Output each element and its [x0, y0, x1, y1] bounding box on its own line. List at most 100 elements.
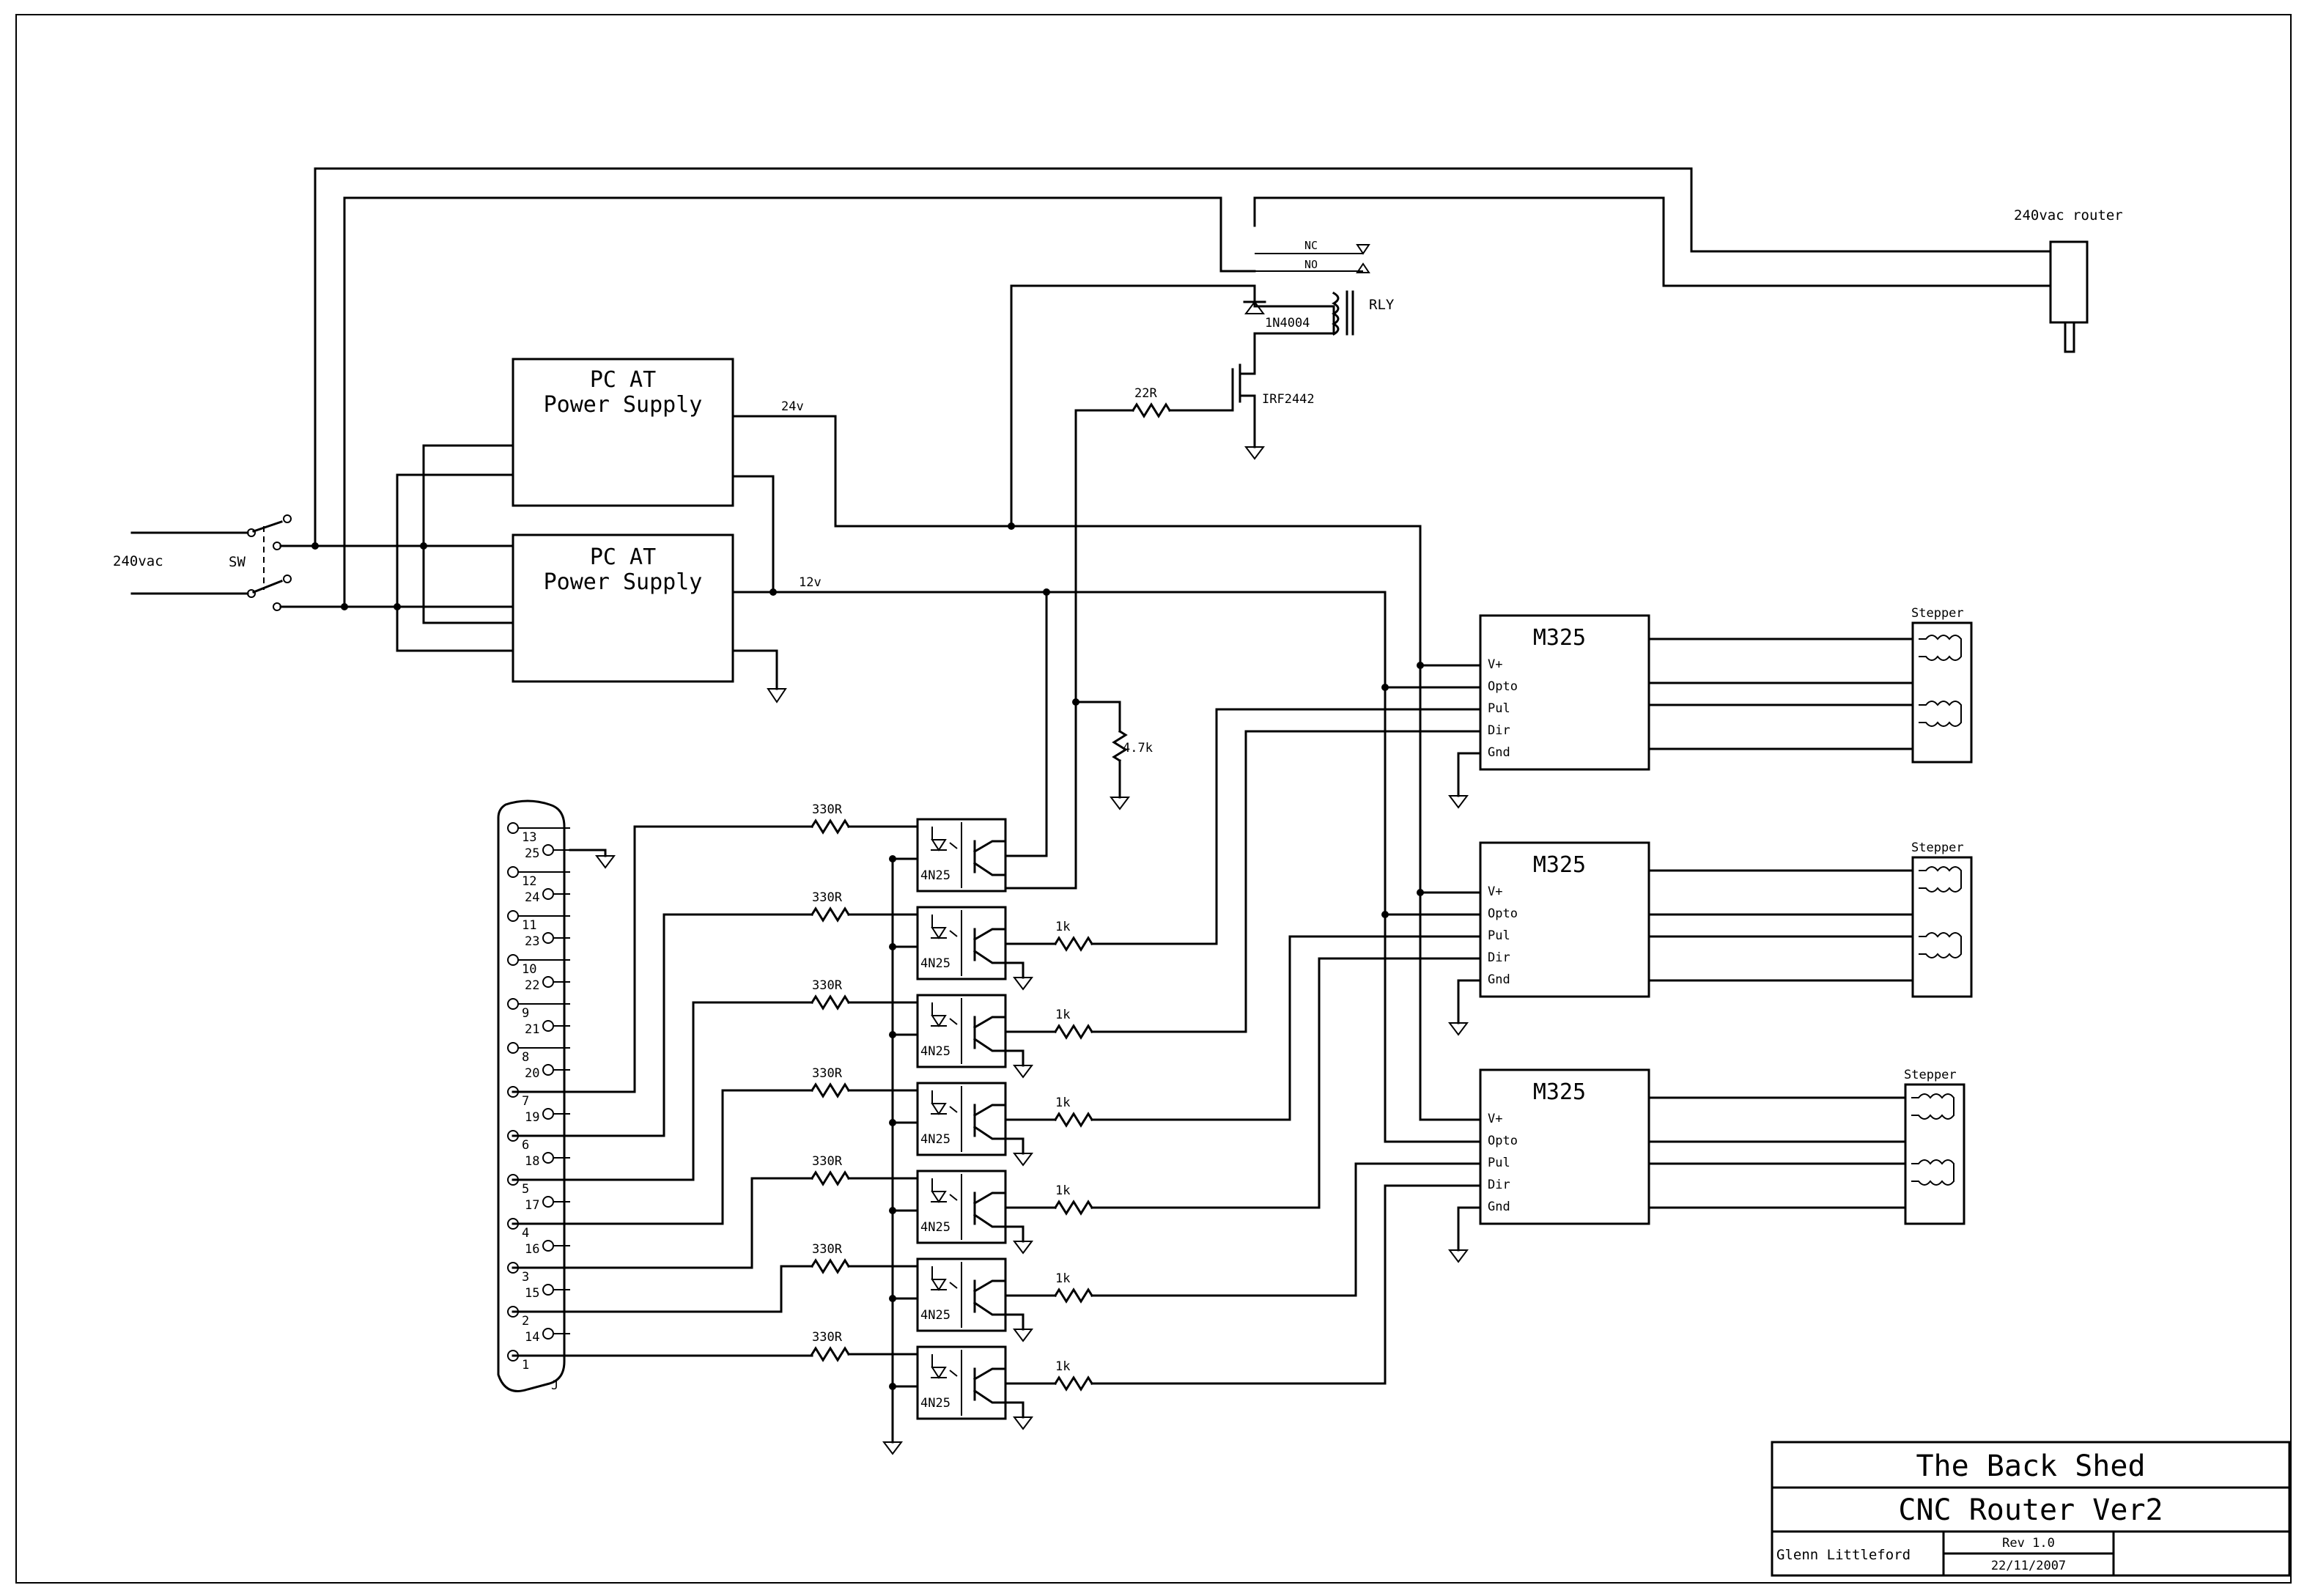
- opto-5-output-resistor: [1053, 1200, 1094, 1216]
- db25-pin-17-label: 17: [525, 1198, 539, 1213]
- opto-1: 330R 4N25: [810, 802, 1007, 893]
- driver-3-pin-opto: Opto: [1488, 1134, 1518, 1148]
- db25-pin-24-label: 24: [525, 890, 539, 905]
- driver-3-pin-vplus: V+: [1488, 1112, 1502, 1126]
- db25-pin-20-label: 20: [525, 1066, 539, 1081]
- diode-label: 1N4004: [1265, 316, 1310, 330]
- psu-1-line1: PC AT: [590, 367, 656, 393]
- db25-pin-11-label: 11: [522, 918, 536, 933]
- pulldown-label: 4.7k: [1123, 741, 1153, 755]
- db25-pin-10-label: 10: [522, 962, 536, 977]
- driver-1-pin-gnd: Gnd: [1488, 745, 1510, 760]
- db25-pin-21-label: 21: [525, 1022, 539, 1037]
- opto-1-part-label: 4N25: [920, 868, 951, 883]
- driver-supply-bus: [1381, 525, 1424, 1143]
- db25-pin-13-label: 13: [522, 830, 536, 845]
- revision: Rev 1.0: [2002, 1536, 2055, 1551]
- opto-4-part-label: 4N25: [920, 1132, 951, 1147]
- db25-pin-12-label: 12: [522, 874, 536, 889]
- opto-5-part-label: 4N25: [920, 1220, 951, 1235]
- opto-1-input-resistor: [810, 819, 851, 835]
- drawing-border: [15, 14, 2292, 1584]
- driver-2-name: M325: [1533, 852, 1586, 878]
- opto-5-input-resistor: [810, 1170, 851, 1186]
- driver-3: M325 V+ Opto Pul Dir Gnd Stepper: [1354, 1068, 1965, 1263]
- opto-2-input-resistor-label: 330R: [812, 890, 843, 905]
- driver-3-pin-pul: Pul: [1488, 1156, 1510, 1170]
- relay-nc-label: NC: [1304, 239, 1318, 252]
- router-label: 240vac router: [2014, 207, 2123, 223]
- mains-input: 240vac SW: [113, 167, 2052, 652]
- driver-2-pin-vplus: V+: [1488, 884, 1502, 899]
- db25-pin-14-label: 14: [525, 1330, 539, 1345]
- opto-2-input-resistor: [810, 906, 851, 923]
- driver-2-pin-pul: Pul: [1488, 928, 1510, 943]
- driver-2-pin-opto: Opto: [1488, 906, 1518, 921]
- db25-pin-8-label: 8: [522, 1050, 529, 1065]
- db25-pin-1-label: 1: [522, 1358, 529, 1373]
- opto-2-output-resistor: [1053, 936, 1094, 952]
- opto-2-output-resistor-label: 1k: [1055, 920, 1070, 934]
- driver-2-pin-gnd: Gnd: [1488, 972, 1510, 987]
- gate-resistor-label: 22R: [1134, 386, 1157, 401]
- opto-3-input-resistor-label: 330R: [812, 978, 843, 993]
- opto-3-output-resistor: [1053, 1024, 1094, 1040]
- db25-pin-2-label: 2: [522, 1314, 529, 1329]
- db25-pin-9-label: 9: [522, 1006, 529, 1021]
- db25-pin-3-label: 3: [522, 1270, 529, 1285]
- driver-1-pin-pul: Pul: [1488, 701, 1510, 716]
- psu-24v: PC AT Power Supply 24v: [512, 358, 1422, 594]
- driver-1-name: M325: [1533, 625, 1586, 651]
- mosfet-label: IRF2442: [1262, 392, 1315, 407]
- opto-6-input-resistor: [810, 1258, 851, 1274]
- opto-3-part-label: 4N25: [920, 1044, 951, 1059]
- switch-label: SW: [229, 554, 246, 570]
- psu-1-rail-label: 24v: [781, 399, 804, 414]
- stepper-3-label: Stepper: [1904, 1068, 1957, 1082]
- driver-1-pin-vplus: V+: [1488, 657, 1502, 672]
- opto-4: 330R 4N25 1k: [810, 1066, 1105, 1167]
- driver-2-pin-dir: Dir: [1488, 950, 1510, 965]
- title-block: The Back Shed CNC Router Ver2 Glenn Litt…: [1771, 1441, 2291, 1577]
- db25-pin-5-label: 5: [522, 1182, 529, 1197]
- psu-12v: PC AT Power Supply 12v: [512, 533, 1387, 703]
- opto-4-output-resistor-label: 1k: [1055, 1096, 1070, 1110]
- db25-pin-18-label: 18: [525, 1154, 539, 1169]
- port-wiring: [512, 825, 813, 1357]
- psu-2-line1: PC AT: [590, 544, 656, 570]
- relay-label: RLY: [1369, 297, 1395, 313]
- opto-2-part-label: 4N25: [920, 956, 951, 971]
- stepper-2-label: Stepper: [1911, 841, 1964, 855]
- opto-4-input-resistor-label: 330R: [812, 1066, 843, 1081]
- opto-3-input-resistor: [810, 994, 851, 1011]
- org-name: The Back Shed: [1916, 1449, 2145, 1483]
- opto-1-input-resistor-label: 330R: [812, 802, 843, 817]
- drawing-title: CNC Router Ver2: [1898, 1493, 2163, 1527]
- driver-1-pin-opto: Opto: [1488, 679, 1518, 694]
- drawing-date: 22/11/2007: [1991, 1559, 2066, 1573]
- opto-7-output-resistor-label: 1k: [1055, 1359, 1070, 1374]
- relay-no-label: NO: [1304, 258, 1318, 271]
- db25-pin-23-label: 23: [525, 934, 539, 949]
- opto-7-input-resistor: [810, 1346, 851, 1362]
- opto-6-output-resistor-label: 1k: [1055, 1271, 1070, 1286]
- stepper-1-label: Stepper: [1911, 606, 1964, 621]
- db25-pin-25-label: 25: [525, 846, 539, 861]
- author-name: Glenn Littleford: [1776, 1547, 1911, 1563]
- connector-ref: J: [551, 1378, 558, 1393]
- opto-4-input-resistor: [810, 1082, 851, 1098]
- opto-output-wiring: [1004, 708, 1387, 1385]
- db25-pin-19-label: 19: [525, 1110, 539, 1125]
- db25-pin-22-label: 22: [525, 978, 539, 993]
- driver-1-pin-dir: Dir: [1488, 723, 1510, 738]
- driver-3-pin-dir: Dir: [1488, 1178, 1510, 1192]
- router: 240vac router: [2014, 207, 2123, 353]
- opto-7-output-resistor: [1053, 1375, 1094, 1392]
- mains-label: 240vac: [113, 553, 163, 569]
- driver-3-name: M325: [1533, 1079, 1586, 1105]
